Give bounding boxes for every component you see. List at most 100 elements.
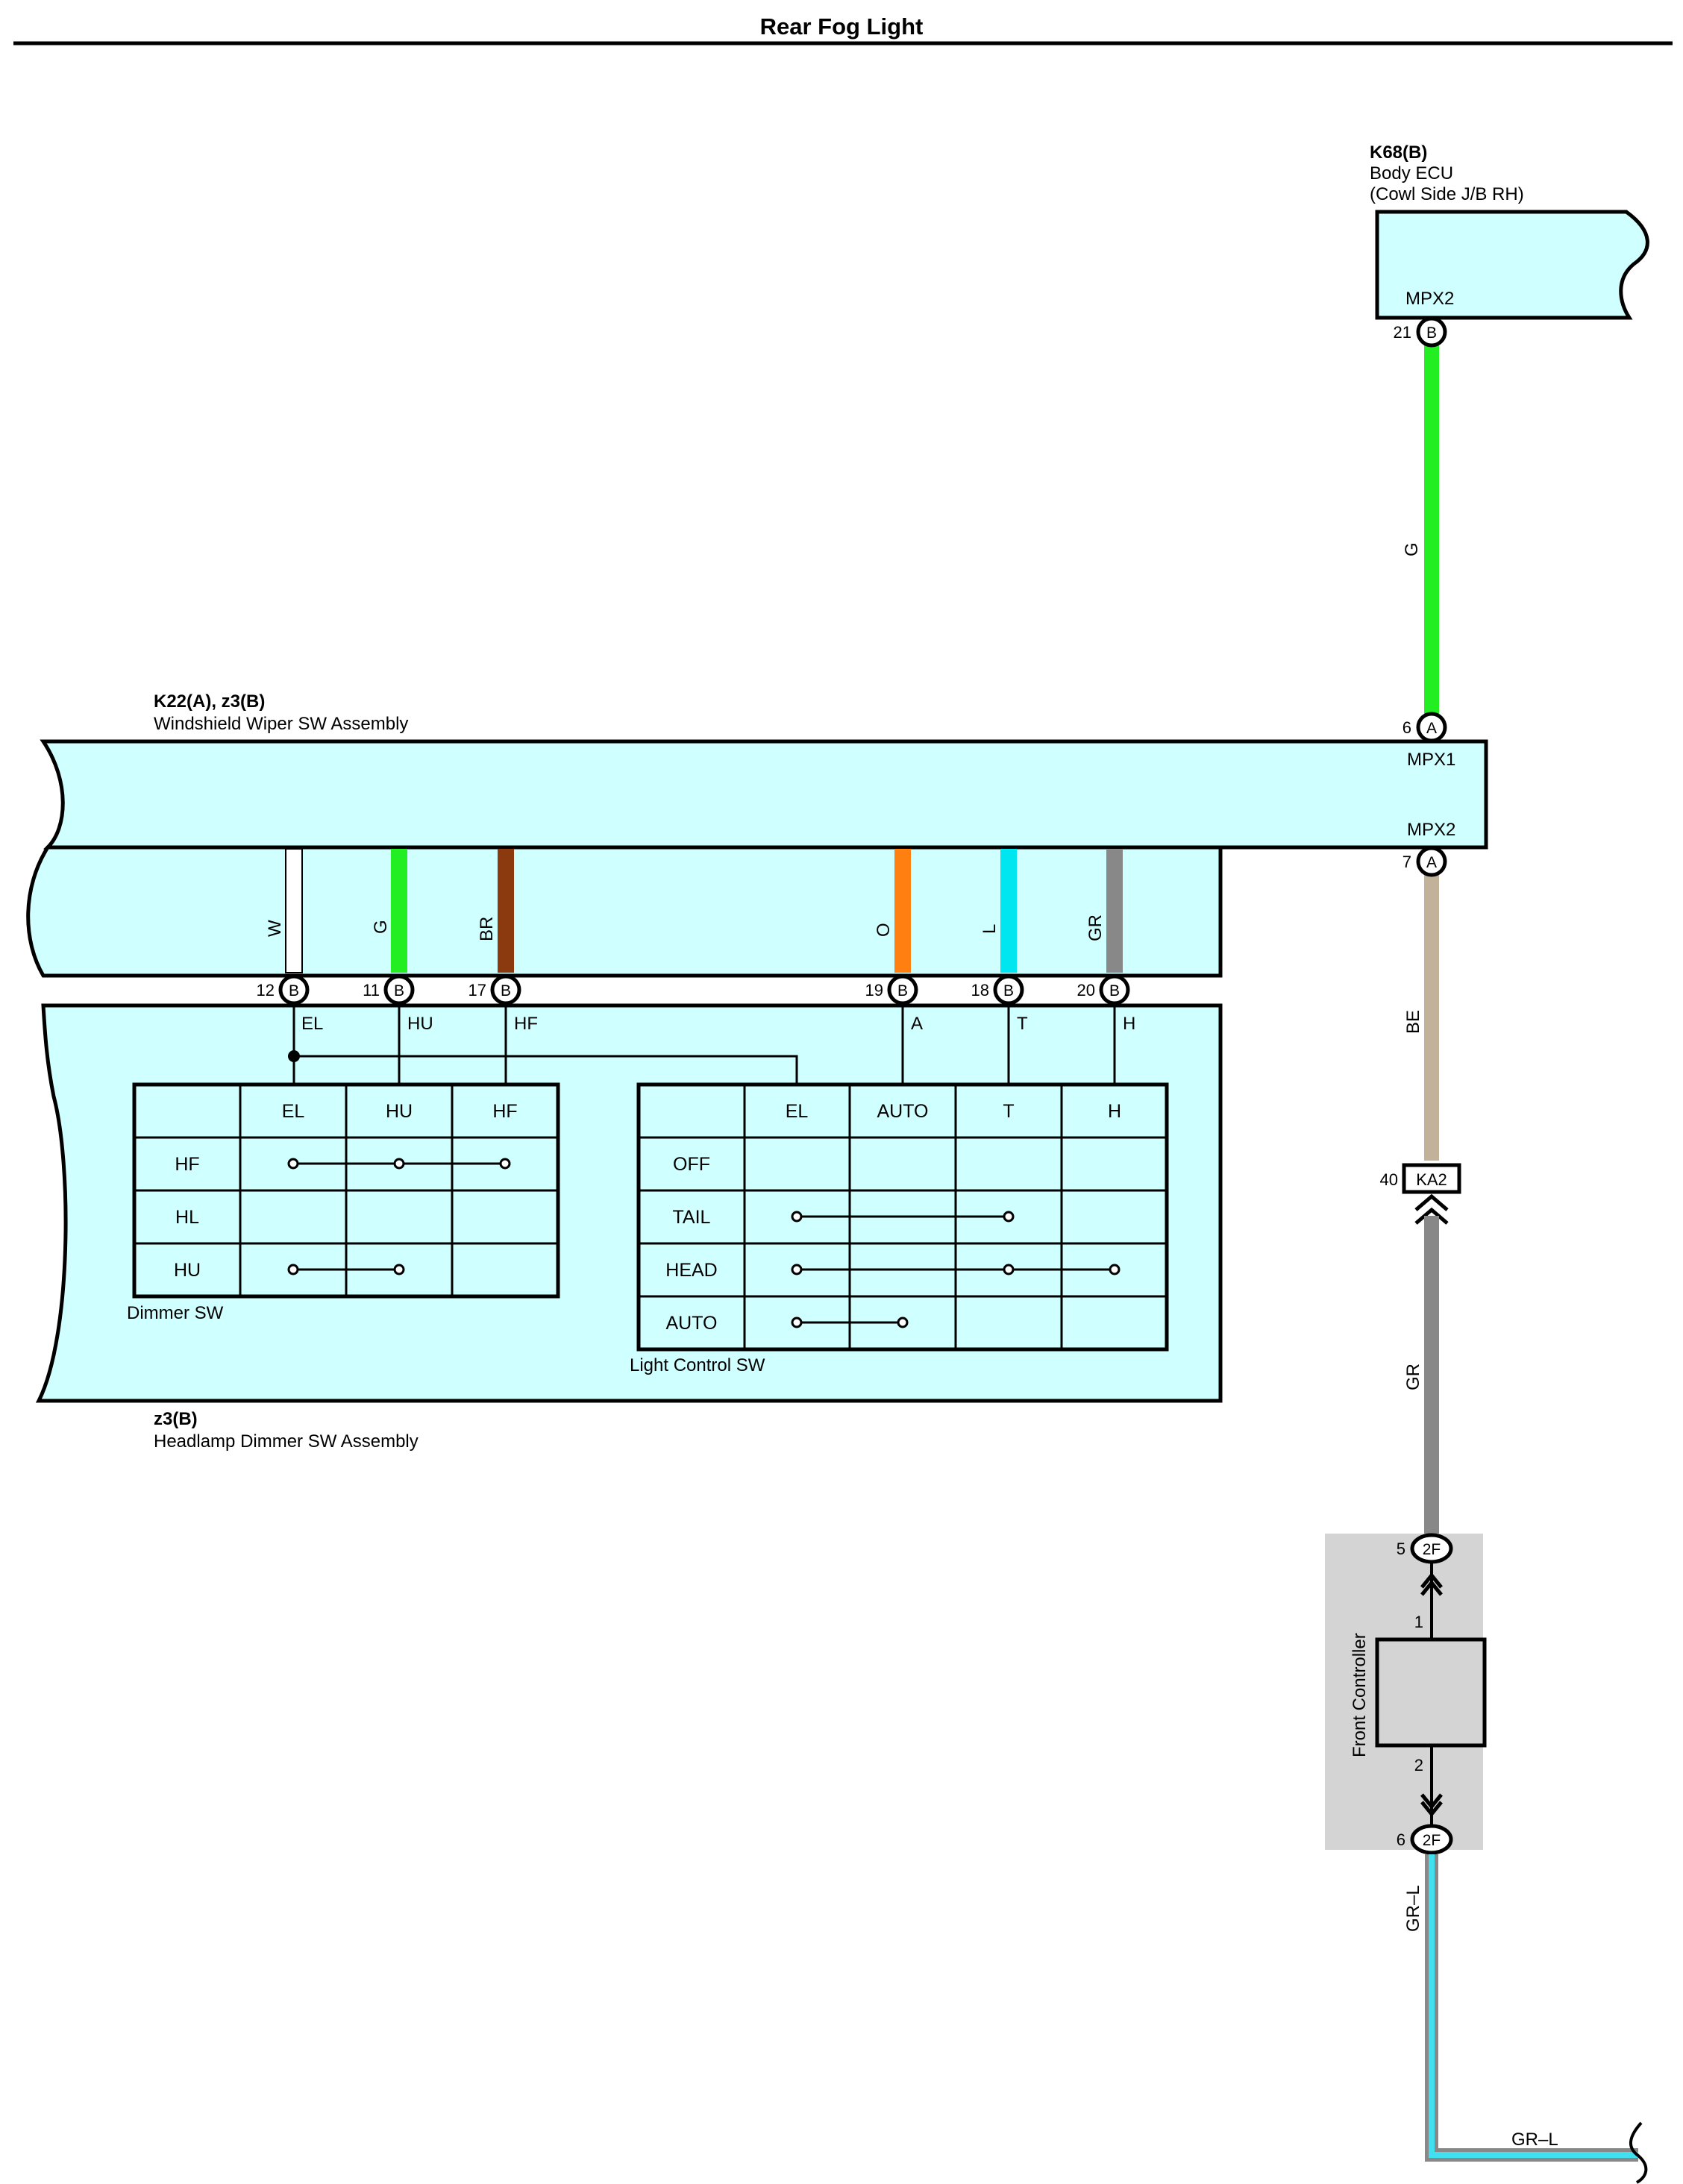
pin-11-number: 11 bbox=[363, 981, 380, 1000]
top-chevrons bbox=[1420, 1572, 1443, 1596]
wire-gr bbox=[1424, 1216, 1439, 1544]
wire-grl-outer bbox=[1425, 1854, 1638, 2162]
wiper-terminal-mpx2: MPX2 bbox=[1407, 820, 1455, 840]
dimmer-header-el: EL bbox=[282, 1101, 305, 1122]
dimmer-header-hu: HU bbox=[386, 1101, 413, 1122]
wire-gr-switch-label: GR bbox=[1085, 914, 1106, 941]
dimmer-assembly-name: Headlamp Dimmer SW Assembly bbox=[154, 1431, 419, 1452]
body-ecu-location: (Cowl Side J/B RH) bbox=[1370, 184, 1524, 204]
lcs-header-el: EL bbox=[786, 1101, 809, 1122]
2f-bottom-label: 2F bbox=[1423, 1832, 1441, 1849]
harness-band bbox=[26, 845, 1223, 978]
connector-mpx1-pin bbox=[1416, 712, 1447, 743]
connector-2f-top bbox=[1410, 1533, 1453, 1564]
bottom-chevrons bbox=[1420, 1793, 1443, 1817]
connector-mpx2-pin bbox=[1416, 846, 1447, 877]
light-control-sw-table: EL AUTO T H OFF TAIL HEAD AUTO bbox=[636, 1082, 1169, 1352]
pin-19-conn: B bbox=[897, 982, 908, 1000]
wire-g-switch-label: G bbox=[371, 920, 391, 934]
dimmer-assembly-code: z3(B) bbox=[154, 1409, 198, 1429]
wire-g-label: G bbox=[1402, 542, 1422, 556]
2f-bottom-pin: 6 bbox=[1397, 1830, 1405, 1849]
front-controller-label: Front Controller bbox=[1350, 1633, 1370, 1757]
pin-19-number: 19 bbox=[865, 981, 883, 1000]
func-h: H bbox=[1123, 1014, 1135, 1034]
pin-11-conn: B bbox=[394, 982, 404, 1000]
wiper-terminal-mpx1: MPX1 bbox=[1407, 750, 1455, 770]
2f-top-pin: 5 bbox=[1397, 1540, 1405, 1558]
pin-20-number: 20 bbox=[1077, 981, 1095, 1000]
wire-o-label: O bbox=[874, 923, 894, 937]
ka2-label: KA2 bbox=[1416, 1170, 1447, 1189]
light-control-sw-caption: Light Control SW bbox=[630, 1355, 765, 1375]
func-a: A bbox=[911, 1014, 923, 1034]
connector-ka2 bbox=[1402, 1163, 1461, 1194]
wire-w bbox=[285, 848, 303, 973]
lcs-row-off: OFF bbox=[673, 1154, 710, 1175]
mpx1-conn-letter: A bbox=[1426, 720, 1437, 737]
wire-l-label: L bbox=[980, 924, 1000, 934]
switch-pin-connectors: B 12 B 11 B 17 B 19 B 18 B 20 bbox=[257, 974, 1130, 1005]
internal-leads bbox=[292, 1003, 1116, 1085]
lcs-header-auto: AUTO bbox=[877, 1101, 929, 1122]
wire-o bbox=[894, 849, 911, 973]
ka2-pin-number: 40 bbox=[1380, 1170, 1398, 1189]
pin-12-conn: B bbox=[289, 982, 299, 1000]
junction-dot bbox=[288, 1050, 300, 1062]
2f-top-label: 2F bbox=[1423, 1541, 1441, 1558]
ecu-conn-letter: B bbox=[1426, 324, 1437, 342]
fc-pin-1: 1 bbox=[1414, 1613, 1423, 1631]
dimmer-header-hf: HF bbox=[492, 1101, 517, 1122]
fc-pin-2: 2 bbox=[1414, 1756, 1423, 1775]
func-hu: HU bbox=[407, 1014, 433, 1034]
wire-g-main bbox=[1424, 345, 1439, 715]
body-ecu-name: Body ECU bbox=[1370, 163, 1453, 183]
wiper-assembly-code: K22(A), z3(B) bbox=[154, 691, 265, 712]
func-t: T bbox=[1017, 1014, 1028, 1034]
wire-be-label: BE bbox=[1403, 1010, 1423, 1034]
connector-ecu-pin bbox=[1416, 316, 1447, 348]
pin-17-number: 17 bbox=[468, 981, 486, 1000]
mpx1-pin-number: 6 bbox=[1402, 718, 1411, 737]
wire-br-label: BR bbox=[477, 917, 497, 941]
wiper-assembly-name: Windshield Wiper SW Assembly bbox=[154, 714, 408, 734]
wire-grl-inner bbox=[1429, 1854, 1638, 2158]
mpx2-conn-letter: A bbox=[1426, 854, 1437, 871]
pin-12-number: 12 bbox=[257, 981, 275, 1000]
dimmer-sw-table: EL HU HF HF HL HU bbox=[132, 1082, 560, 1299]
wire-gr-switch bbox=[1106, 849, 1123, 973]
wiper-assembly-box bbox=[40, 739, 1488, 850]
dimmer-sw-caption: Dimmer SW bbox=[127, 1303, 224, 1323]
wire-br bbox=[498, 849, 514, 973]
ecu-pin-number: 21 bbox=[1394, 323, 1411, 342]
pin-18-conn: B bbox=[1003, 982, 1014, 1000]
pin-17-conn: B bbox=[501, 982, 511, 1000]
pin-20-conn: B bbox=[1109, 982, 1120, 1000]
pin-18-number: 18 bbox=[971, 981, 989, 1000]
wire-grl-horizontal-label: GR–L bbox=[1511, 2130, 1558, 2150]
dimmer-assembly-box bbox=[35, 1003, 1223, 1403]
lcs-row-tail: TAIL bbox=[673, 1207, 711, 1228]
ka2-chevrons bbox=[1414, 1193, 1449, 1225]
wire-be bbox=[1424, 874, 1439, 1161]
wire-l bbox=[1000, 849, 1017, 973]
wire-g-switch bbox=[391, 849, 407, 973]
mpx2-pin-number: 7 bbox=[1402, 853, 1411, 871]
func-el: EL bbox=[301, 1014, 323, 1034]
dimmer-row-hu: HU bbox=[174, 1260, 201, 1281]
func-hf: HF bbox=[514, 1014, 538, 1034]
lcs-row-auto: AUTO bbox=[666, 1313, 718, 1334]
connector-2f-bottom bbox=[1410, 1824, 1453, 1855]
body-ecu-box bbox=[1375, 210, 1649, 320]
dimmer-row-hf: HF bbox=[175, 1154, 199, 1175]
page-title: Rear Fog Light bbox=[760, 13, 924, 40]
wire-grl-vertical-label: GR–L bbox=[1403, 1885, 1423, 1932]
wire-gr-label: GR bbox=[1403, 1364, 1423, 1390]
dimmer-row-hl: HL bbox=[175, 1207, 199, 1228]
body-ecu-terminal: MPX2 bbox=[1405, 289, 1454, 309]
front-controller-box bbox=[1375, 1637, 1487, 1748]
body-ecu-code: K68(B) bbox=[1370, 142, 1427, 163]
lcs-header-t: T bbox=[1003, 1101, 1014, 1122]
lcs-row-head: HEAD bbox=[665, 1260, 717, 1281]
